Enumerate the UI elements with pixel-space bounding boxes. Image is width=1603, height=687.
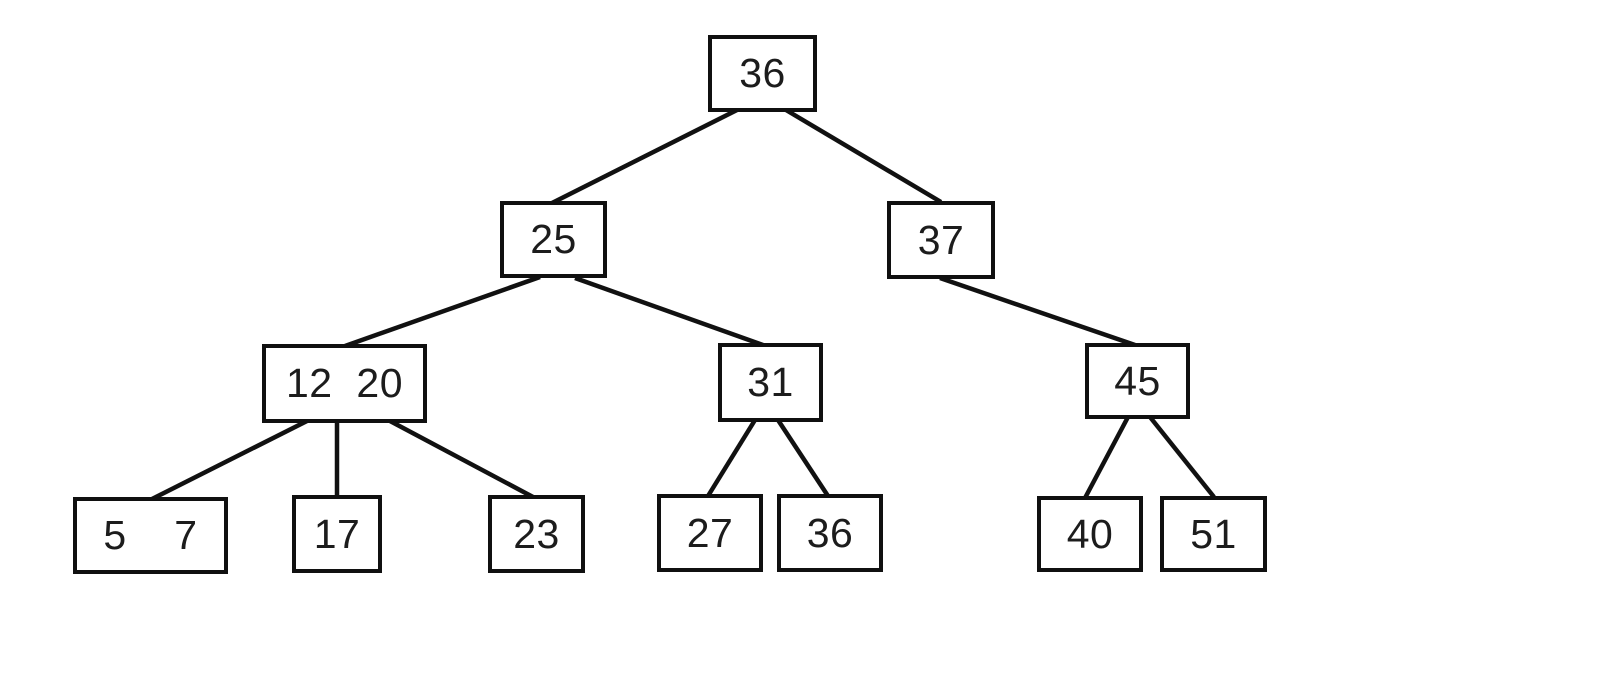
edge-25-1220 [344, 274, 541, 349]
tree-node-31: 31 [718, 343, 823, 422]
edge-31-36 [776, 418, 830, 498]
edge-36-25 [550, 107, 739, 206]
tree-node-leaf-27: 27 [657, 494, 763, 572]
edge-1220-57 [150, 418, 309, 502]
edge-37-45 [939, 275, 1136, 348]
edge-45-51 [1148, 415, 1216, 499]
tree-node-leaf-40: 40 [1037, 496, 1143, 572]
tree-node-root-36: 36 [708, 35, 817, 112]
tree-node-leaf-17: 17 [292, 495, 382, 573]
tree-node-12-20: 12 20 [262, 344, 427, 423]
edge-1220-23 [388, 419, 535, 499]
edge-36-37 [784, 108, 943, 204]
tree-node-37: 37 [887, 201, 995, 279]
tree-node-leaf-51: 51 [1160, 496, 1267, 572]
tree-node-25: 25 [500, 201, 607, 278]
tree-node-leaf-23: 23 [488, 495, 585, 573]
tree-node-45: 45 [1085, 343, 1190, 419]
tree-node-leaf-5-7: 5 7 [73, 497, 228, 574]
edge-31-27 [706, 418, 757, 498]
edge-25-31 [574, 275, 764, 348]
edge-45-40 [1083, 415, 1130, 500]
tree-node-leaf-36: 36 [777, 494, 883, 572]
